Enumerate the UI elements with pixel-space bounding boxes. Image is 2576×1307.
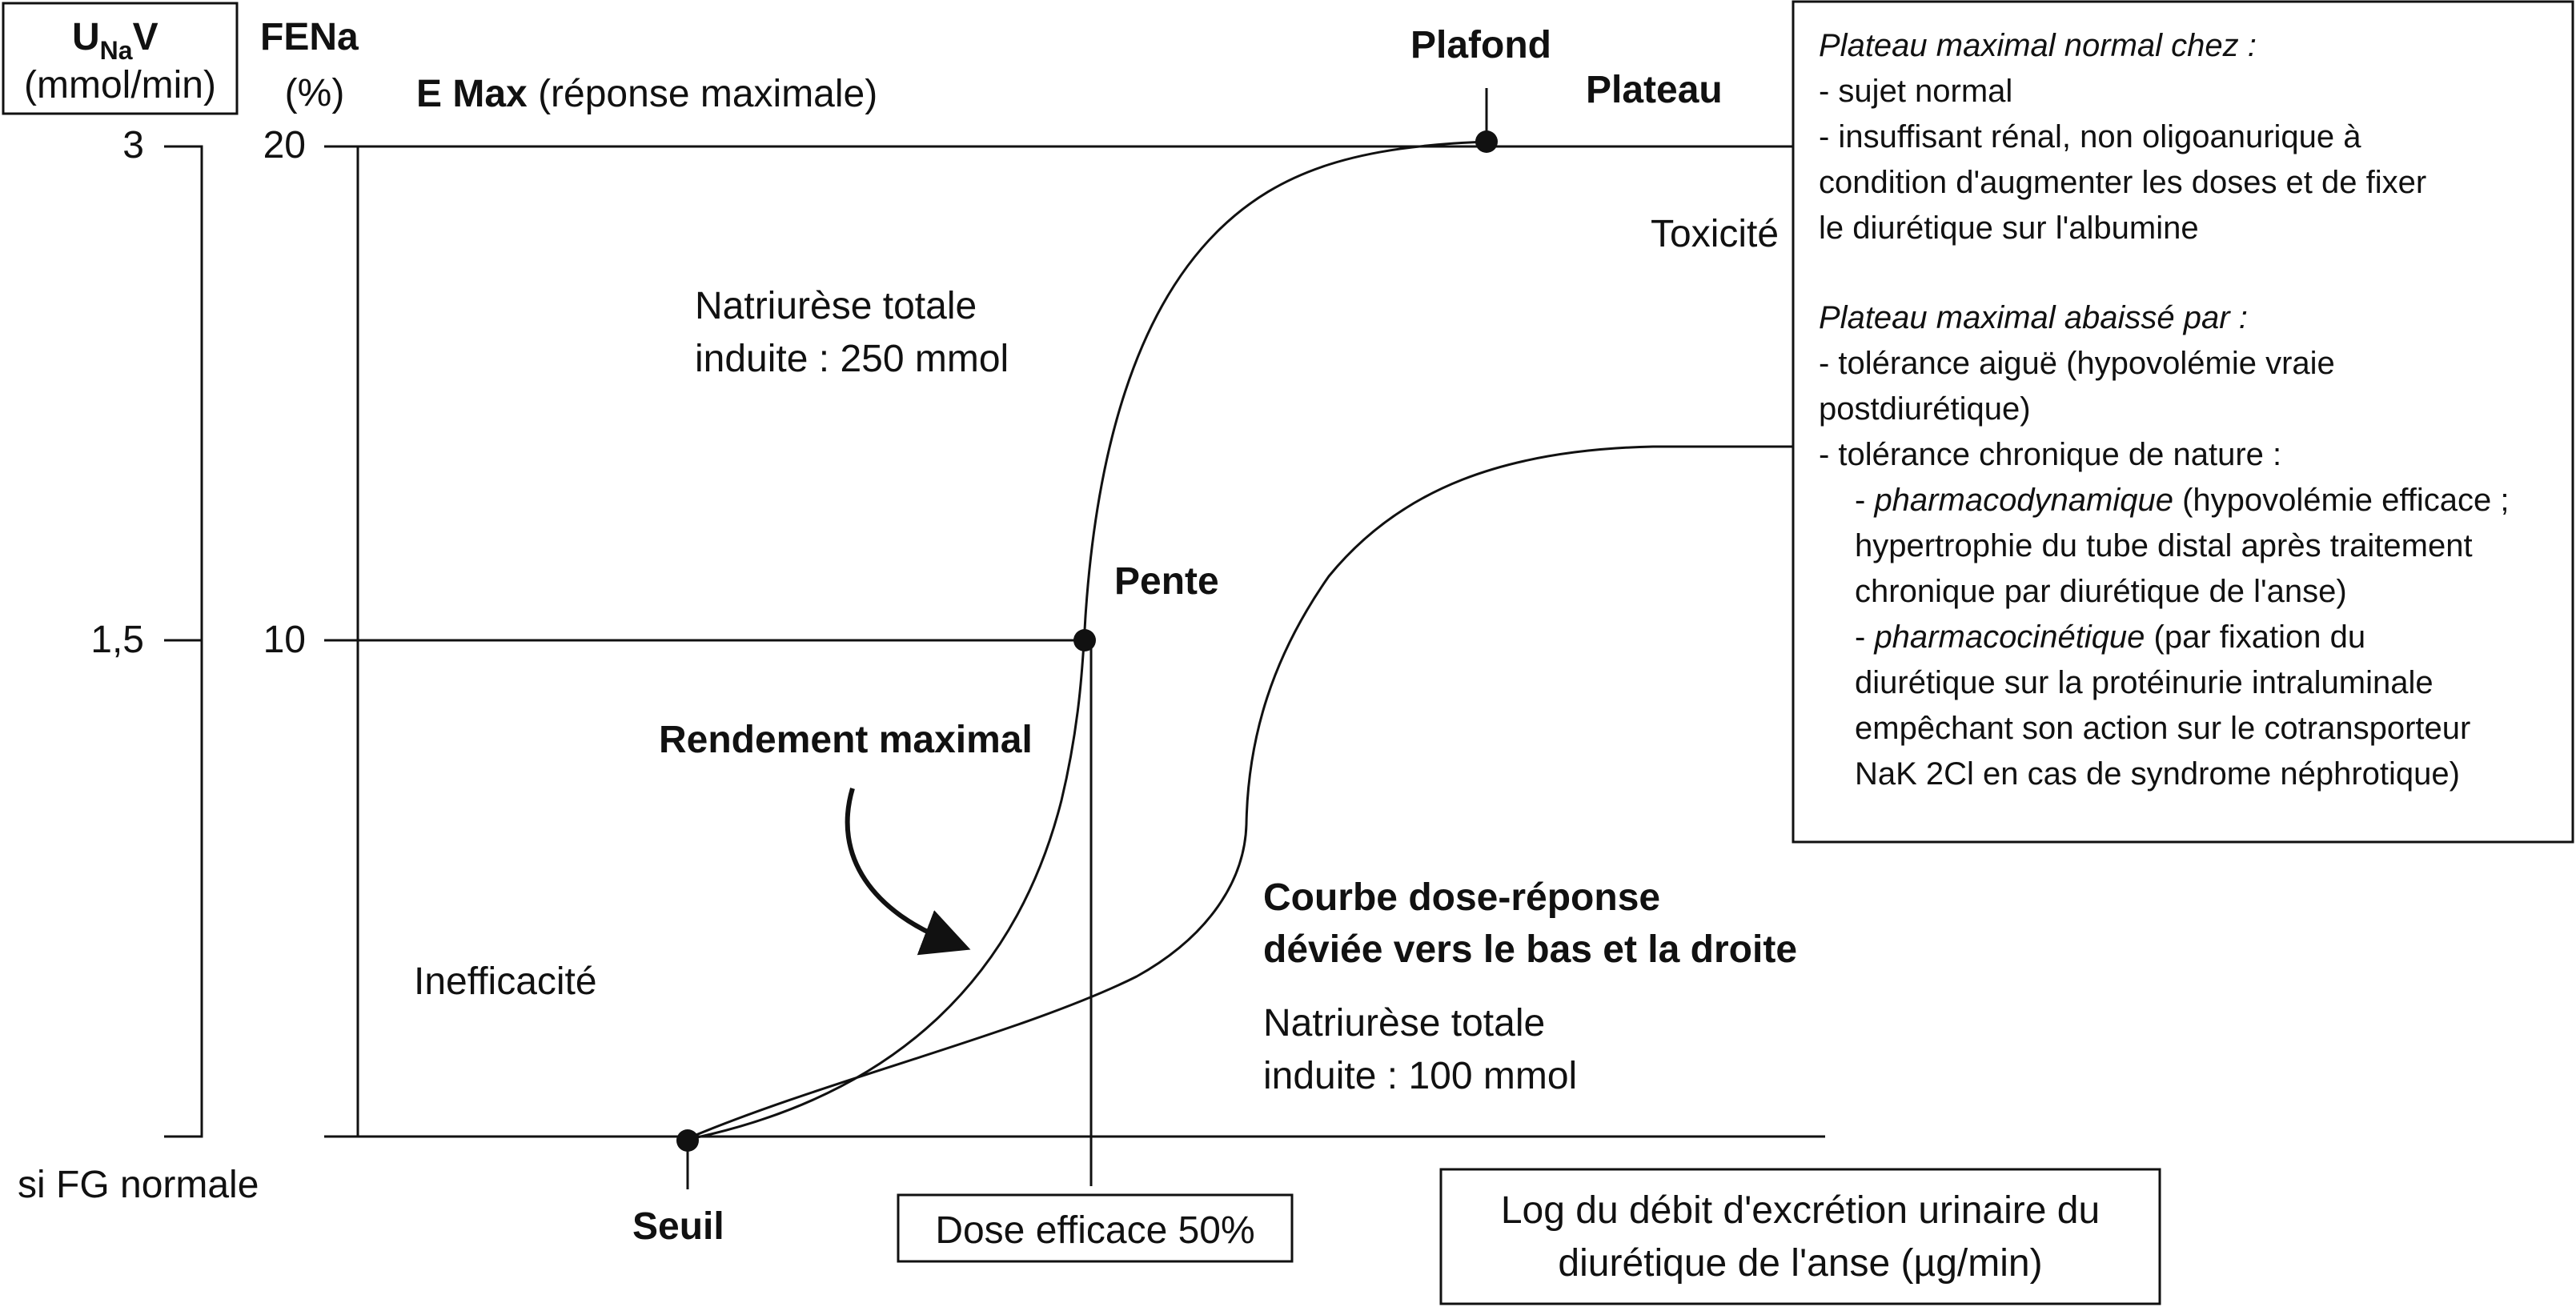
seuil-label: Seuil — [632, 1205, 724, 1248]
left-tick-label-top: 3 — [122, 124, 144, 166]
plafond-point — [1475, 130, 1498, 153]
emax-label: E Max (réponse maximale) — [416, 73, 877, 115]
pente-label: Pente — [1114, 560, 1219, 603]
natriurese-deviee-line2: induite : 100 mmol — [1263, 1055, 1577, 1097]
info-line: empêchant son action sur le cotransporte… — [1855, 711, 2470, 746]
info-line: - insuffisant rénal, non oligoanurique à — [1819, 119, 2361, 154]
left-axis-unit: (mmol/min) — [24, 64, 216, 106]
info-line: - tolérance aiguë (hypovolémie vraie — [1819, 346, 2335, 381]
inefficacite-label: Inefficacité — [414, 960, 597, 1003]
dose-efficace-label: Dose efficace 50% — [935, 1209, 1254, 1252]
natriurese-normal-line2: induite : 250 mmol — [695, 338, 1009, 380]
info-heading-normal: Plateau maximal normal chez : — [1819, 28, 2257, 63]
right-axis-unit: (%) — [285, 72, 345, 114]
normal-dose-response-curve — [685, 140, 1487, 1141]
natriurese-deviee-line1: Natriurèse totale — [1263, 1002, 1545, 1044]
info-line: NaK 2Cl en cas de syndrome néphrotique) — [1855, 756, 2460, 792]
courbe-deviee-line1: Courbe dose-réponse — [1263, 876, 1660, 919]
info-box — [1792, 0, 2574, 844]
right-tick-label-top: 20 — [263, 124, 306, 166]
x-axis-label-line2: diurétique de l'anse (µg/min) — [1558, 1242, 2042, 1285]
info-line: - tolérance chronique de nature : — [1819, 437, 2281, 472]
info-line: condition d'augmenter les doses et de fi… — [1819, 165, 2426, 200]
toxicite-label: Toxicité — [1651, 213, 1779, 255]
pente-point — [1073, 629, 1096, 651]
natriurese-normal-line1: Natriurèse totale — [695, 285, 977, 327]
info-line: - sujet normal — [1819, 74, 2012, 109]
seuil-point — [676, 1129, 699, 1152]
info-line: le diurétique sur l'albumine — [1819, 210, 2199, 246]
info-line: hypertrophie du tube distal après traite… — [1855, 528, 2473, 563]
rendement-label: Rendement maximal — [659, 719, 1033, 761]
left-note: si FG normale — [18, 1164, 259, 1206]
info-line: chronique par diurétique de l'anse) — [1855, 574, 2347, 609]
shifted-dose-response-curve — [688, 445, 1793, 1140]
rendement-arrow — [845, 788, 971, 956]
info-line: postdiurétique) — [1819, 391, 2031, 427]
left-axis-title-box — [2, 2, 239, 115]
info-line: diurétique sur la protéinurie intralumin… — [1855, 665, 2434, 700]
plateau-label: Plateau — [1586, 69, 1723, 111]
x-axis-label-box — [1439, 1168, 2161, 1305]
dose-efficace-box — [897, 1193, 1294, 1263]
left-tick-label-mid: 1,5 — [90, 619, 144, 661]
info-line: - pharmacocinétique (par fixation du — [1855, 619, 2365, 655]
courbe-deviee-line2: déviée vers le bas et la droite — [1263, 928, 1797, 971]
right-axis-title: FENa — [260, 16, 359, 58]
plafond-label: Plafond — [1410, 24, 1551, 66]
x-axis-label-line1: Log du débit d'excrétion urinaire du — [1501, 1189, 2100, 1232]
info-heading-abaisse: Plateau maximal abaissé par : — [1819, 300, 2248, 335]
right-tick-label-mid: 10 — [263, 619, 306, 661]
info-line: - pharmacodynamique (hypovolémie efficac… — [1855, 483, 2509, 518]
left-axis-title: UNaV — [72, 16, 158, 65]
